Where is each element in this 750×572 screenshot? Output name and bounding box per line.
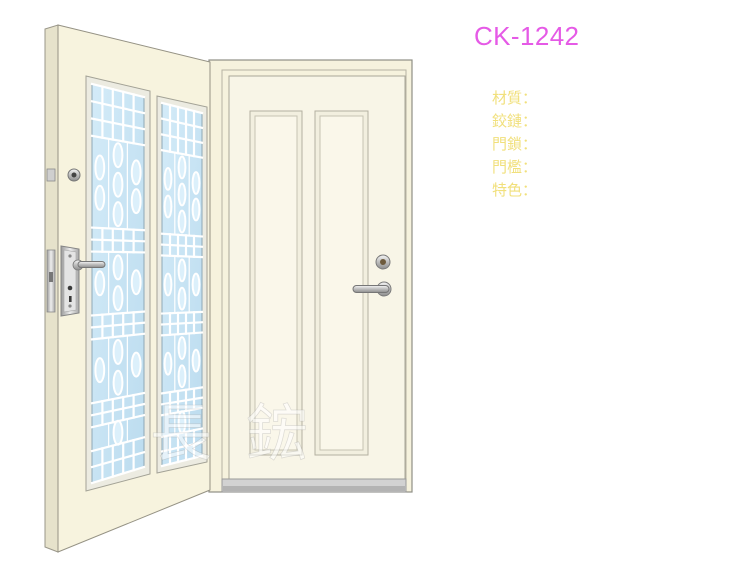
- glass-oval: [112, 201, 124, 228]
- glass-lattice-bar: [160, 396, 204, 406]
- glass-oval: [163, 351, 173, 376]
- glass-lattice-bar: [90, 436, 146, 453]
- spec-hinge-label: 鉸鏈：: [492, 112, 538, 130]
- spec-lock-label: 門鎖：: [492, 135, 538, 153]
- raised-panel-right: [314, 110, 369, 456]
- glass-oval: [112, 254, 124, 281]
- glass-lattice-bar: [160, 454, 204, 468]
- glass-lattice-bar: [160, 254, 204, 259]
- glass-lattice-bar: [160, 117, 204, 130]
- glass-lattice-bar: [160, 386, 204, 395]
- glass-lattice-bar: [90, 321, 146, 329]
- glass-oval: [130, 269, 142, 296]
- glass-oval: [94, 357, 106, 384]
- glass-oval: [130, 188, 142, 215]
- closed-door-leaf: [228, 75, 406, 480]
- glass-lattice-bar: [160, 406, 204, 417]
- glass-lattice-bar: [160, 321, 204, 326]
- glass-lattice-bar: [90, 99, 146, 115]
- glass-lattice-bar: [160, 310, 204, 315]
- glass-lattice-bar: [90, 450, 146, 469]
- glass-lattice-bar: [160, 101, 204, 115]
- handle-plate: [60, 245, 80, 317]
- glass-oval: [177, 209, 187, 234]
- glass-oval: [112, 419, 124, 446]
- glass-oval: [130, 351, 142, 378]
- glass-lattice-bar: [90, 134, 146, 147]
- upper-lock-icon: [46, 168, 81, 182]
- glass-oval: [112, 369, 124, 396]
- glass-lattice-bar: [90, 226, 146, 232]
- glass-lattice-bar: [160, 427, 204, 439]
- glass-oval: [112, 142, 124, 169]
- glass-oval: [177, 286, 187, 311]
- glass-lattice-bar: [90, 310, 146, 317]
- edge-latch-plate: [46, 249, 56, 313]
- glass-oval: [163, 272, 173, 297]
- glass-lattice-bar: [160, 440, 204, 453]
- glass-oval: [130, 159, 142, 186]
- glass-lattice-bar: [160, 232, 204, 238]
- glass-oval: [94, 270, 106, 297]
- glass-oval: [112, 171, 124, 198]
- glass-lattice-bar: [160, 331, 204, 337]
- glass-oval: [177, 410, 187, 435]
- glass-oval: [163, 167, 173, 191]
- glass-lattice-bar: [90, 117, 146, 131]
- glass-oval: [94, 184, 106, 211]
- glass-lattice-bar: [90, 238, 146, 243]
- spec-threshold-label: 門檻：: [492, 158, 538, 176]
- glass-lattice: [90, 82, 146, 485]
- glass-lattice-bar: [90, 465, 146, 485]
- glass-lattice-bar: [90, 332, 146, 341]
- glass-lattice-bar: [90, 82, 146, 99]
- lever-handle-icon: [352, 281, 392, 297]
- glass-lattice-bar: [160, 148, 204, 159]
- lever-handle-icon: [72, 259, 106, 271]
- deadbolt-lock-icon: [375, 254, 391, 270]
- glass-oval: [177, 364, 187, 389]
- open-door-leaf: [44, 24, 211, 553]
- glass-lattice-bar: [90, 413, 146, 429]
- glass-panel-right: [156, 95, 208, 474]
- glass-oval: [112, 285, 124, 312]
- raised-panel-left: [249, 110, 303, 456]
- glass-lattice-bar: [90, 250, 146, 254]
- glass-oval: [94, 154, 106, 181]
- product-model: CK-1242: [474, 21, 580, 51]
- glass-lattice-bar: [90, 402, 146, 417]
- glass-lattice-bar: [160, 243, 204, 248]
- glass-oval: [191, 171, 201, 195]
- door-threshold: [221, 478, 407, 493]
- glass-oval: [177, 182, 187, 207]
- glass-lattice-bar: [90, 391, 146, 405]
- glass-oval: [191, 348, 201, 373]
- glass-oval: [163, 194, 173, 219]
- glass-lattice: [160, 101, 204, 468]
- glass-lattice-bar: [160, 133, 204, 145]
- glass-oval: [191, 197, 201, 222]
- glass-oval: [112, 338, 124, 365]
- spec-list: 材質： 鉸鏈： 門鎖： 門檻： 特色：: [492, 87, 537, 202]
- glass-oval: [177, 336, 187, 360]
- spec-material-label: 材質：: [492, 89, 538, 107]
- glass-oval: [177, 155, 187, 180]
- glass-oval: [191, 272, 201, 297]
- glass-panel-left: [85, 75, 151, 492]
- glass-oval: [177, 258, 187, 283]
- spec-feature-label: 特色：: [492, 181, 538, 199]
